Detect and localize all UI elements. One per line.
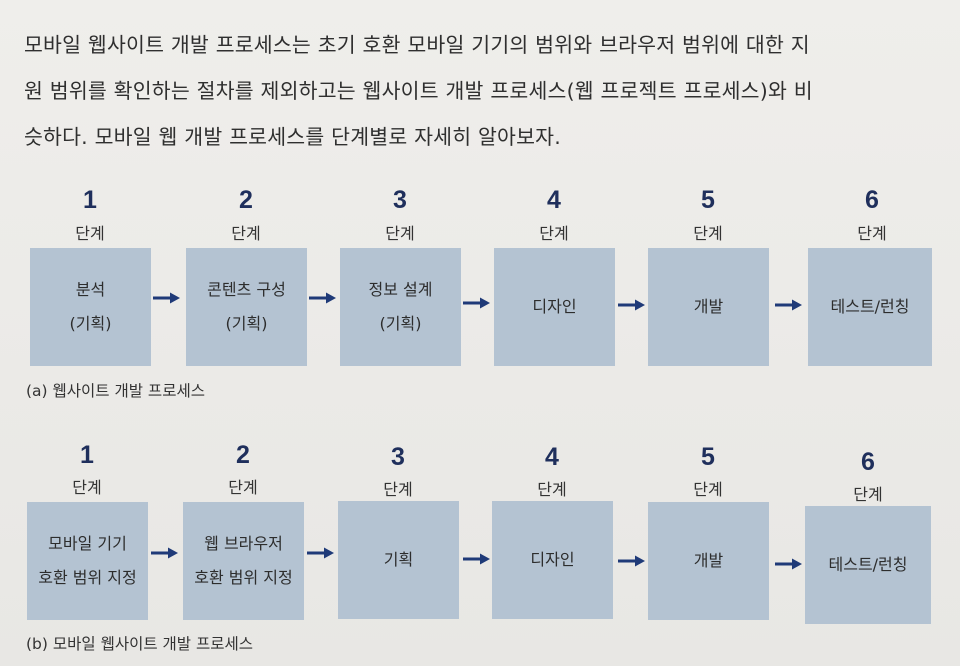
step-label: 단계 (383, 480, 413, 499)
process-box: 디자인 (492, 501, 613, 619)
step-number: 1 (80, 441, 94, 469)
step-number: 3 (393, 186, 407, 214)
process-box-text: 콘텐츠 구성 (207, 280, 286, 299)
step-label: 단계 (853, 485, 883, 504)
process-box-text: 테스트/런칭 (828, 555, 908, 574)
step-label: 단계 (231, 224, 261, 243)
right-arrow-icon (463, 553, 490, 565)
process-box-text: 디자인 (530, 550, 575, 569)
process-box-text: 분석 (75, 280, 106, 299)
step-label: 단계 (693, 224, 723, 243)
process-box: 테스트/런칭 (805, 506, 931, 624)
step-number: 4 (547, 186, 561, 214)
figure-caption: (a) 웹사이트 개발 프로세스 (26, 382, 205, 400)
process-box-text: (기획) (379, 314, 422, 333)
process-box: 분석 (기획) (30, 248, 151, 366)
process-box-text: 기획 (383, 550, 414, 569)
process-box-text: 호환 범위 지정 (38, 568, 137, 587)
intro-paragraph: 모바일 웹사이트 개발 프로세스는 초기 호환 모바일 기기의 범위와 브라우저… (24, 22, 944, 160)
figure-caption: (b) 모바일 웹사이트 개발 프로세스 (26, 635, 254, 653)
step-label: 단계 (539, 224, 569, 243)
process-box: 개발 (648, 502, 769, 620)
step-number: 4 (545, 443, 559, 471)
step-label: 단계 (72, 478, 102, 497)
step-number: 6 (865, 186, 879, 214)
step-label: 단계 (228, 478, 258, 497)
process-box: 모바일 기기 호환 범위 지정 (27, 502, 148, 620)
right-arrow-icon (618, 555, 645, 567)
right-arrow-icon (775, 558, 802, 570)
step-label: 단계 (75, 224, 105, 243)
process-box-text: 호환 범위 지정 (194, 568, 293, 587)
process-box-text: 개발 (693, 551, 724, 570)
process-box: 정보 설계 (기획) (340, 248, 461, 366)
process-box: 웹 브라우저 호환 범위 지정 (183, 502, 304, 620)
right-arrow-icon (153, 292, 180, 304)
right-arrow-icon (463, 297, 490, 309)
process-box: 기획 (338, 501, 459, 619)
step-number: 3 (391, 443, 405, 471)
step-number: 5 (701, 186, 715, 214)
intro-line: 원 범위를 확인하는 절차를 제외하고는 웹사이트 개발 프로세스(웹 프로젝트… (24, 79, 813, 103)
process-box-text: (기획) (69, 314, 112, 333)
process-box-text: 디자인 (532, 297, 577, 316)
right-arrow-icon (151, 547, 178, 559)
process-box-text: 개발 (693, 297, 724, 316)
right-arrow-icon (307, 547, 334, 559)
intro-line: 모바일 웹사이트 개발 프로세스는 초기 호환 모바일 기기의 범위와 브라우저… (24, 33, 810, 57)
process-box-text: 테스트/런칭 (830, 297, 910, 316)
step-label: 단계 (385, 224, 415, 243)
step-number: 6 (861, 448, 875, 476)
process-box-text: 정보 설계 (368, 280, 433, 299)
process-box-text: (기획) (225, 314, 268, 333)
right-arrow-icon (309, 292, 336, 304)
step-number: 2 (236, 441, 250, 469)
process-box-text: 웹 브라우저 (204, 534, 283, 553)
step-number: 1 (83, 186, 97, 214)
process-box-text: 모바일 기기 (48, 534, 127, 553)
right-arrow-icon (775, 299, 802, 311)
process-box: 디자인 (494, 248, 615, 366)
process-box: 콘텐츠 구성 (기획) (186, 248, 307, 366)
right-arrow-icon (618, 299, 645, 311)
step-number: 5 (701, 443, 715, 471)
process-box: 개발 (648, 248, 769, 366)
process-box: 테스트/런칭 (808, 248, 932, 366)
intro-line: 슷하다. 모바일 웹 개발 프로세스를 단계별로 자세히 알아보자. (24, 125, 561, 149)
step-label: 단계 (857, 224, 887, 243)
step-label: 단계 (537, 480, 567, 499)
step-number: 2 (239, 186, 253, 214)
step-label: 단계 (693, 480, 723, 499)
